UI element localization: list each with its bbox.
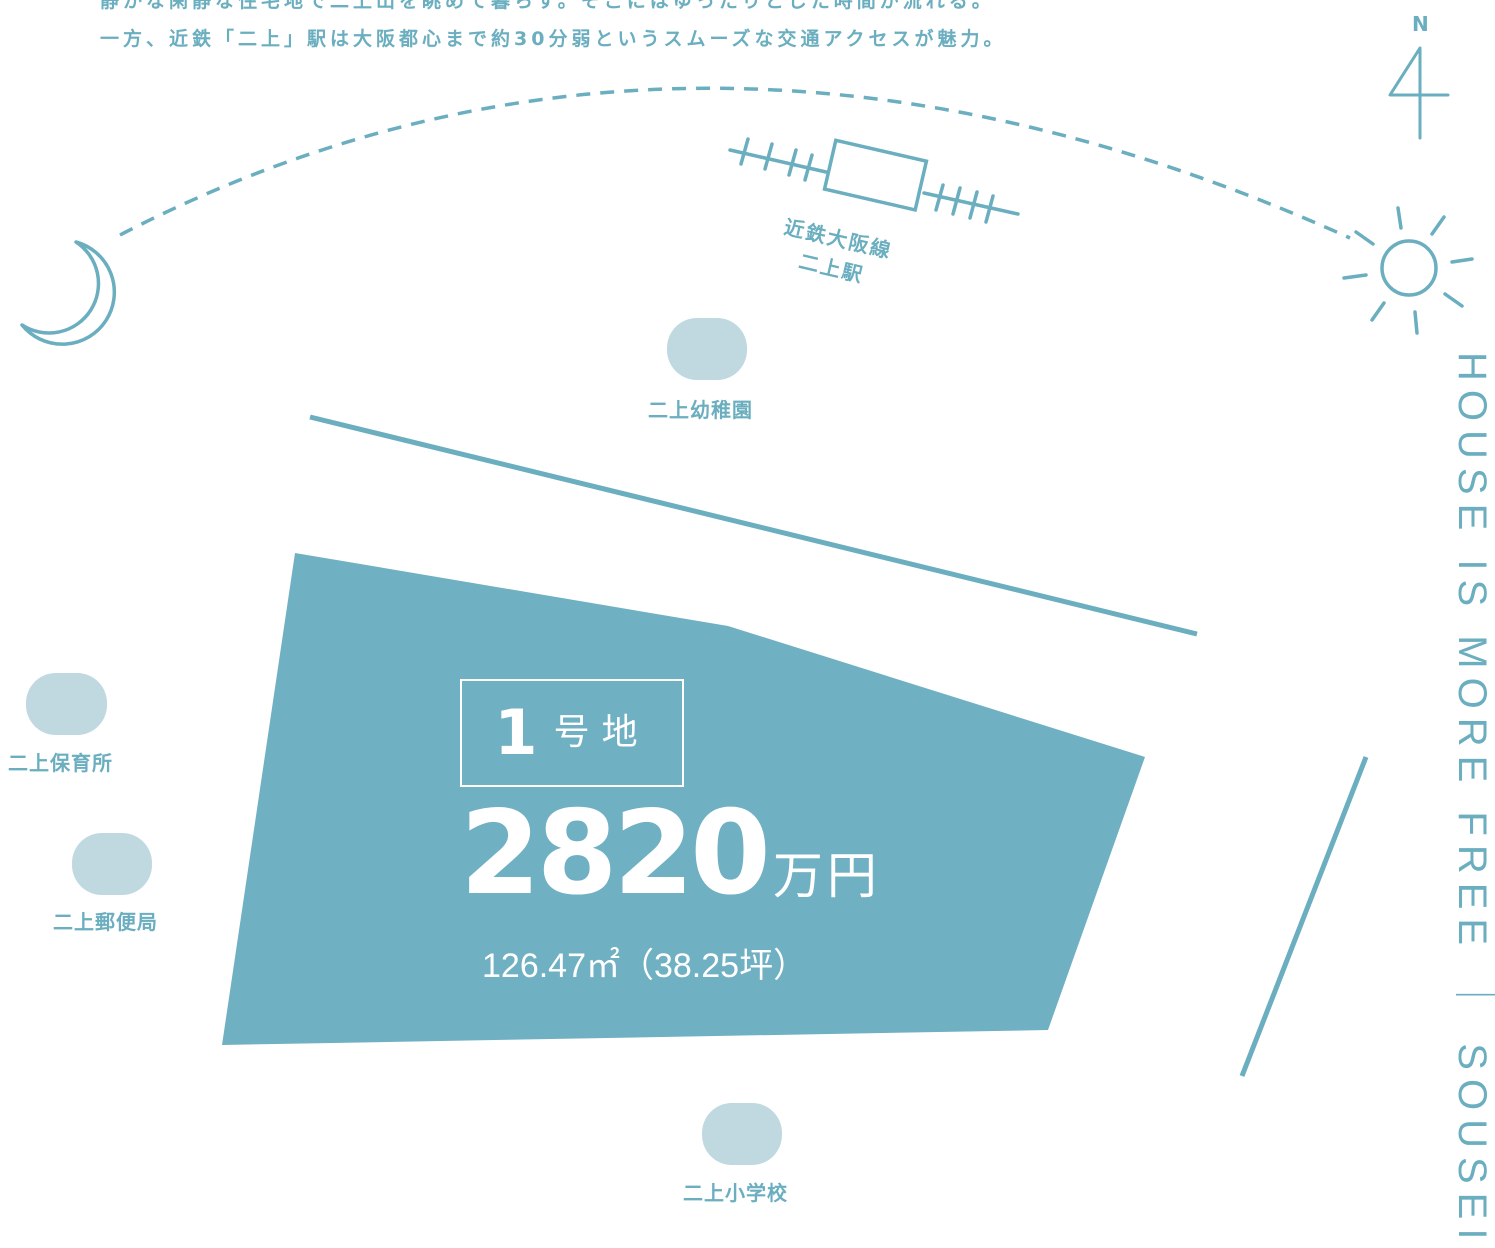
post-office-marker [72,833,152,895]
road-north [309,414,1198,637]
plot-shape [222,553,1145,1045]
plot-area: 126.47㎡（38.25坪） [482,947,808,985]
price-unit: 万円 [772,847,881,905]
kindergarten-label: 二上幼稚園 [648,398,753,422]
area-map [20,46,1474,1165]
intro-line-1: 静かな閑静な住宅地で二上山を眺めて暮らす。そこにはゆったりとした時間が流れる。 [100,0,995,12]
sun-icon [1342,206,1474,335]
north-label: N [1412,12,1429,36]
plot-number-box: 1 号地 [460,679,684,787]
nursery-marker [26,673,107,735]
plot-suffix: 号地 [553,712,650,753]
plot-price: 2820 万円 [460,796,881,912]
sky-arc [119,86,1351,240]
intro-text: 静かな閑静な住宅地で二上山を眺めて暮らす。そこにはゆったりとした時間が流れる。 … [100,0,1007,58]
nursery-label: 二上保育所 [8,751,113,775]
north-arrow-icon [1388,46,1450,140]
railway-track-icon [728,137,1020,224]
crescent-moon-icon [20,240,117,346]
station-building [822,138,929,213]
elementary-school-marker [702,1103,782,1165]
road-east [1239,756,1369,1077]
price-value: 2820 [460,786,771,921]
post-office-label: 二上郵便局 [53,910,158,934]
plot-number: 1 [494,696,538,769]
brand-tagline: HOUSE IS MORE FREE ｜ SOUSEI [1450,352,1494,1248]
intro-line-2: 一方、近鉄「二上」駅は大阪都心まで約30分弱というスムーズな交通アクセスが魅力。 [100,28,1007,50]
elementary-school-label: 二上小学校 [683,1181,788,1205]
kindergarten-marker [667,318,747,380]
